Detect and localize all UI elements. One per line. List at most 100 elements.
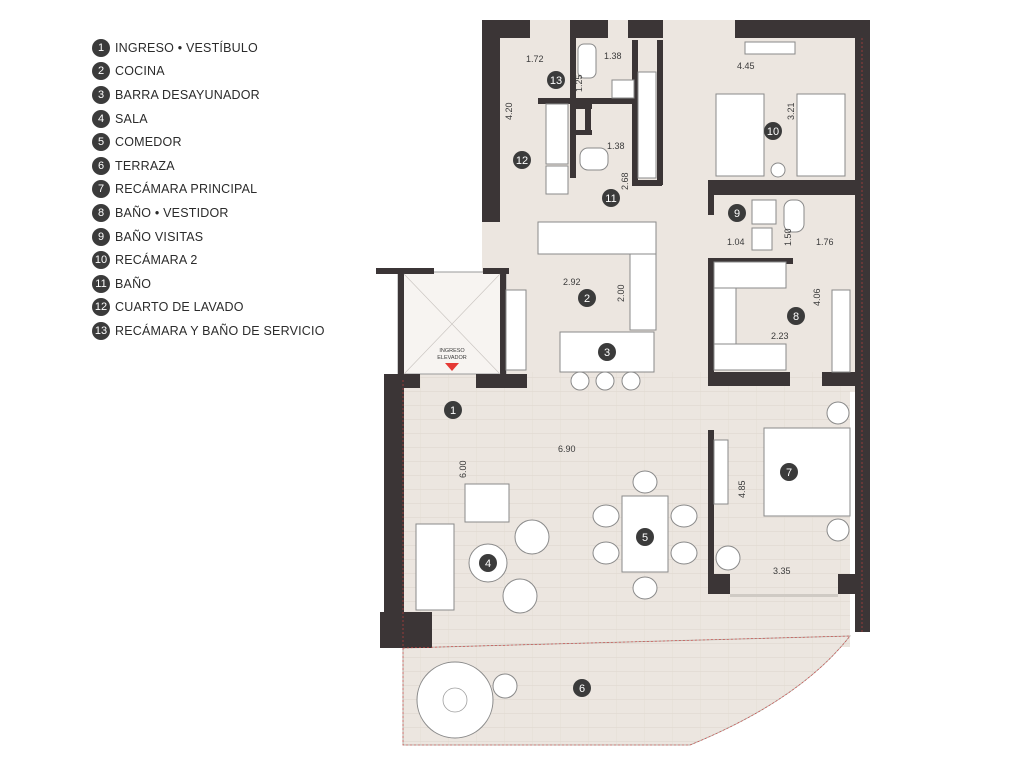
legend-item: 7 RECÁMARA PRINCIPAL <box>92 178 325 202</box>
dimension-label: 1.04 <box>727 237 745 247</box>
room-marker: 11 <box>602 189 620 207</box>
lounge-chair <box>514 519 550 555</box>
svg-text:10: 10 <box>767 126 779 138</box>
dimension-label: 2.68 <box>620 172 630 190</box>
legend-number: 11 <box>92 274 110 293</box>
lounge-chair <box>502 578 538 614</box>
legend-item: 6 TERRAZA <box>92 154 325 178</box>
legend-number: 8 <box>92 203 110 222</box>
room-markers: 1 2 3 4 5 6 7 8 9 10 11 12 13 <box>444 71 805 697</box>
legend-item: 4 SALA <box>92 107 325 131</box>
shower-master <box>831 289 851 373</box>
walls <box>376 20 870 648</box>
legend-label: BAÑO <box>115 276 152 291</box>
dimension-label: 4.45 <box>737 61 755 71</box>
legend-number: 6 <box>92 156 110 175</box>
dining-chair <box>592 504 620 528</box>
dimension-label: 3.35 <box>773 566 791 576</box>
dimension-label: 6.00 <box>458 460 468 478</box>
dimension-label: 2.23 <box>771 331 789 341</box>
dimension-label: 1.72 <box>526 54 544 64</box>
room-marker: 7 <box>780 463 798 481</box>
nightstand <box>826 518 850 542</box>
svg-text:13: 13 <box>550 75 562 87</box>
shower-guest <box>751 199 777 225</box>
dining-chair <box>632 576 658 600</box>
dresser <box>713 439 729 505</box>
dimension-label: 1.25 <box>574 74 584 92</box>
legend-number: 1 <box>92 38 110 57</box>
toilet-bath <box>579 147 609 171</box>
sofa <box>415 523 455 611</box>
svg-text:2: 2 <box>584 293 590 305</box>
room-marker: 13 <box>547 71 565 89</box>
dining-chair <box>670 504 698 528</box>
window-lines <box>402 38 863 746</box>
legend-label: TERRAZA <box>115 158 175 173</box>
room-marker: 8 <box>787 307 805 325</box>
legend-item: 10 RECÁMARA 2 <box>92 248 325 272</box>
svg-text:3: 3 <box>604 347 610 359</box>
dimension-label: 1.50 <box>783 228 793 246</box>
dimension-label: 4.06 <box>812 288 822 306</box>
elevator-arrow-icon <box>445 363 459 371</box>
bed-left <box>715 93 765 177</box>
dimension-label: 3.21 <box>786 102 796 120</box>
vanity <box>713 261 787 289</box>
legend-label: COMEDOR <box>115 135 182 150</box>
legend-label: COCINA <box>115 64 165 79</box>
laundry-unit <box>545 103 569 165</box>
armchair <box>464 483 510 523</box>
furniture <box>415 41 851 739</box>
dining-chair <box>632 470 658 494</box>
room-marker: 5 <box>636 528 654 546</box>
closet-dressing <box>713 287 737 345</box>
legend-number: 10 <box>92 251 110 270</box>
legend-label: BAÑO • VESTIDOR <box>115 205 229 220</box>
legend-number: 9 <box>92 227 110 246</box>
dining-chair <box>670 541 698 565</box>
bathtub <box>713 343 787 371</box>
elevator: INGRESO ELEVADOR <box>403 273 501 375</box>
svg-text:9: 9 <box>734 208 740 220</box>
legend-number: 4 <box>92 109 110 128</box>
room-marker: 10 <box>764 122 782 140</box>
room-marker: 1 <box>444 401 462 419</box>
dimensions: 1.72 1.38 4.45 1.25 4.20 3.21 1.38 2.68 … <box>458 51 834 576</box>
kitchen-counter <box>537 221 657 255</box>
bar-stool <box>570 371 590 391</box>
svg-text:7: 7 <box>786 467 792 479</box>
legend-label: RECÁMARA PRINCIPAL <box>115 182 258 197</box>
legend-item: 8 BAÑO • VESTIDOR <box>92 201 325 225</box>
sink-service <box>611 79 635 99</box>
dimension-label: 6.90 <box>558 444 576 454</box>
legend-item: 2 COCINA <box>92 60 325 84</box>
room-marker: 9 <box>728 204 746 222</box>
legend-label: SALA <box>115 111 148 126</box>
bar-stool <box>621 371 641 391</box>
svg-text:4: 4 <box>485 558 491 570</box>
elevator-label-1: INGRESO <box>439 348 465 354</box>
legend-number: 5 <box>92 133 110 152</box>
terrace-table <box>492 673 518 699</box>
room-marker: 6 <box>573 679 591 697</box>
legend-number: 3 <box>92 85 110 104</box>
pantry <box>505 289 527 371</box>
dimension-label: 2.92 <box>563 277 581 287</box>
legend-number: 7 <box>92 180 110 199</box>
window-sill <box>730 594 838 597</box>
toilet-service <box>577 43 597 79</box>
room-marker: 4 <box>479 554 497 572</box>
legend-label: CUARTO DE LAVADO <box>115 300 244 315</box>
legend-label: BARRA DESAYUNADOR <box>115 87 260 102</box>
legend-label: RECÁMARA 2 <box>115 253 198 268</box>
legend-number: 12 <box>92 298 110 317</box>
dimension-label: 4.20 <box>504 102 514 120</box>
legend-number: 2 <box>92 62 110 81</box>
dimension-label: 2.00 <box>616 284 626 302</box>
dimension-label: 4.85 <box>737 480 747 498</box>
